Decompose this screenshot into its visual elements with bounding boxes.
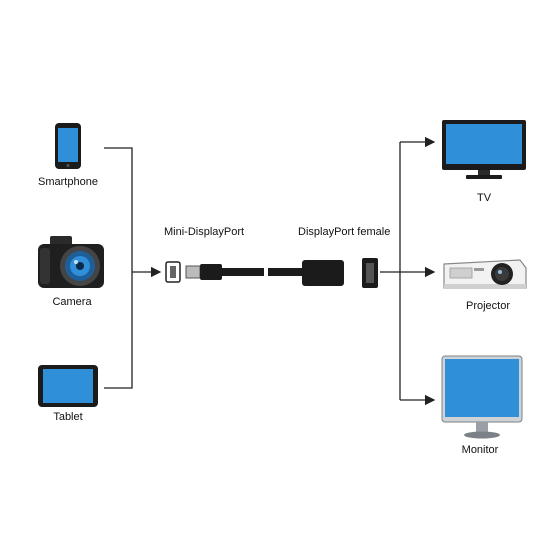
tv-icon [442, 120, 526, 179]
source-bracket-line [104, 147, 133, 389]
smartphone-icon [55, 123, 81, 169]
output-label-tv: TV [476, 192, 492, 204]
displayport-female-label: DisplayPort female [298, 226, 391, 238]
mini-displayport-label: Mini-DisplayPort [164, 226, 245, 238]
monitor-icon [441, 355, 523, 439]
output-label-monitor: Monitor [461, 444, 499, 456]
output-label-projector: Projector [465, 300, 511, 312]
tablet-icon [38, 365, 98, 407]
camera-icon [38, 236, 104, 288]
source-label-camera: Camera [52, 296, 92, 308]
projector-icon [443, 259, 527, 289]
source-label-tablet: Tablet [53, 411, 83, 423]
adapter-cable-icon [165, 258, 378, 288]
source-label-smartphone: Smartphone [38, 176, 98, 188]
